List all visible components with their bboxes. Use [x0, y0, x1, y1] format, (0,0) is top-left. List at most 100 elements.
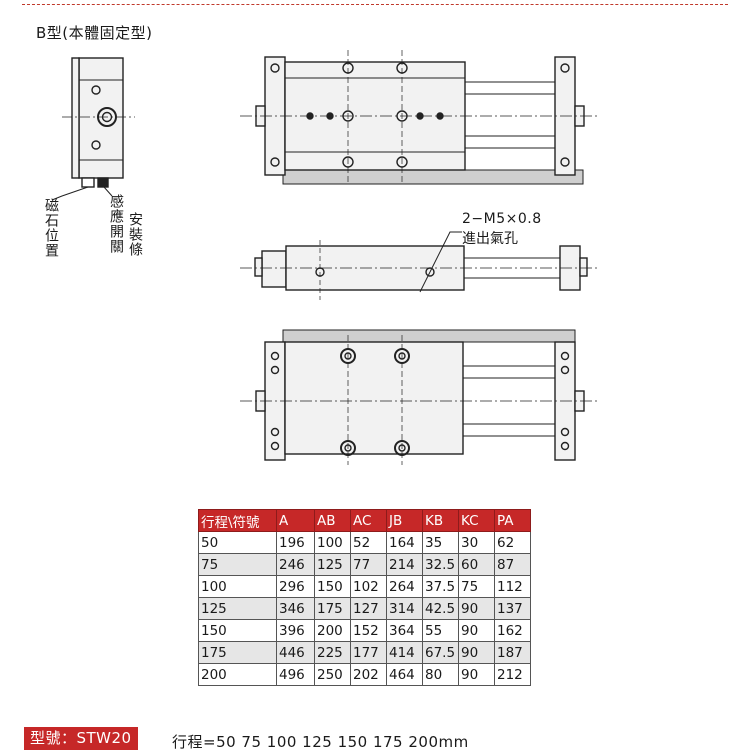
- table-cell: 80: [422, 663, 459, 686]
- port-spec-label: 2−M5×0.8: [462, 211, 542, 227]
- table-cell: 177: [350, 641, 387, 664]
- table-cell: 212: [494, 663, 531, 686]
- table-cell: 90: [458, 619, 495, 642]
- front-end-left: [261, 250, 287, 288]
- magnet-position-label: 磁石位置: [43, 198, 59, 258]
- table-row: 50 196 100 52 164 35 30 62: [198, 531, 531, 554]
- table-cell: 100: [198, 575, 277, 598]
- table-cell: 75: [458, 575, 495, 598]
- sensor-rail-label-line1: 感應開關: [108, 194, 124, 254]
- table-cell: 77: [350, 553, 387, 576]
- sensor-rail-label-line2: 安裝條: [127, 212, 143, 257]
- table-cell: 496: [276, 663, 315, 686]
- model-badge: 型號：STW20: [24, 727, 138, 750]
- table-cell: 162: [494, 619, 531, 642]
- top-hole-small: [326, 112, 334, 120]
- table-cell: 187: [494, 641, 531, 664]
- table-cell: 125: [314, 553, 351, 576]
- table-cell: 346: [276, 597, 315, 620]
- top-view: [240, 50, 600, 185]
- table-row: 125 346 175 127 314 42.5 90 137: [198, 597, 531, 620]
- table-cell: 62: [494, 531, 531, 554]
- top-hole: [270, 63, 280, 73]
- front-nut-left: [254, 257, 263, 277]
- section-title: B型(本體固定型): [36, 24, 153, 42]
- front-port: [425, 267, 435, 277]
- table-cell: 67.5: [422, 641, 459, 664]
- table-cell: 102: [350, 575, 387, 598]
- technical-drawing: [51, 50, 600, 465]
- table-cell: 87: [494, 553, 531, 576]
- magnet-slot: [81, 177, 95, 188]
- table-row: 175 446 225 177 414 67.5 90 187: [198, 641, 531, 664]
- table-cell: 175: [198, 641, 277, 664]
- bottom-hole-small: [270, 365, 280, 375]
- sensor-rail: [97, 177, 109, 188]
- table-cell: 30: [458, 531, 495, 554]
- top-hole: [270, 157, 280, 167]
- top-hole: [342, 110, 354, 122]
- bottom-base-plate: [282, 329, 576, 343]
- table-cell: 314: [386, 597, 423, 620]
- front-nut-right: [579, 257, 588, 277]
- table-cell: 202: [350, 663, 387, 686]
- table-cell: 50: [198, 531, 277, 554]
- table-cell: 100: [314, 531, 351, 554]
- table-cell: 175: [314, 597, 351, 620]
- table-cell: 246: [276, 553, 315, 576]
- header-jb: JB: [386, 509, 423, 532]
- side-hole-top: [91, 85, 101, 95]
- table-cell: 225: [314, 641, 351, 664]
- bottom-hole-small: [270, 427, 280, 437]
- table-cell: 112: [494, 575, 531, 598]
- table-cell: 150: [198, 619, 277, 642]
- table-cell: 296: [276, 575, 315, 598]
- header-kc: KC: [458, 509, 495, 532]
- bottom-hole-small: [560, 427, 570, 437]
- header-kb: KB: [422, 509, 459, 532]
- header-ac: AC: [350, 509, 387, 532]
- table-cell: 152: [350, 619, 387, 642]
- bottom-hole-small: [270, 351, 280, 361]
- side-hole-bottom: [91, 140, 101, 150]
- header-a: A: [276, 509, 315, 532]
- table-row: 200 496 250 202 464 80 90 212: [198, 663, 531, 686]
- table-cell: 446: [276, 641, 315, 664]
- table-cell: 200: [198, 663, 277, 686]
- table-cell: 60: [458, 553, 495, 576]
- front-view: [240, 231, 600, 300]
- header-stroke: 行程\符號: [198, 509, 277, 532]
- bottom-hole-small: [560, 365, 570, 375]
- table-cell: 127: [350, 597, 387, 620]
- bottom-hole-small: [560, 351, 570, 361]
- table-header-row: 行程\符號 A AB AC JB KB KC PA: [198, 509, 531, 532]
- bottom-view: [240, 329, 600, 465]
- top-hole-small: [306, 112, 314, 120]
- table-cell: 35: [422, 531, 459, 554]
- table-cell: 150: [314, 575, 351, 598]
- table-cell: 52: [350, 531, 387, 554]
- table-row: 100 296 150 102 264 37.5 75 112: [198, 575, 531, 598]
- top-hole-small: [416, 112, 424, 120]
- bottom-hole-small: [270, 441, 280, 451]
- table-cell: 37.5: [422, 575, 459, 598]
- table-cell: 196: [276, 531, 315, 554]
- table-cell: 264: [386, 575, 423, 598]
- top-hole: [560, 157, 570, 167]
- top-hole: [560, 63, 570, 73]
- table-cell: 32.5: [422, 553, 459, 576]
- dimension-table: 行程\符號 A AB AC JB KB KC PA 50 196 100 52 …: [198, 509, 531, 686]
- table-cell: 137: [494, 597, 531, 620]
- top-base-plate: [282, 169, 584, 185]
- table-row: 150 396 200 152 364 55 90 162: [198, 619, 531, 642]
- table-cell: 90: [458, 663, 495, 686]
- table-cell: 364: [386, 619, 423, 642]
- side-flange: [71, 57, 80, 179]
- bottom-body: [284, 341, 464, 455]
- stroke-options: 行程=50 75 100 125 150 175 200mm: [172, 733, 469, 751]
- top-hole: [396, 110, 408, 122]
- table-cell: 90: [458, 597, 495, 620]
- top-divider: [22, 4, 728, 5]
- table-cell: 90: [458, 641, 495, 664]
- table-cell: 464: [386, 663, 423, 686]
